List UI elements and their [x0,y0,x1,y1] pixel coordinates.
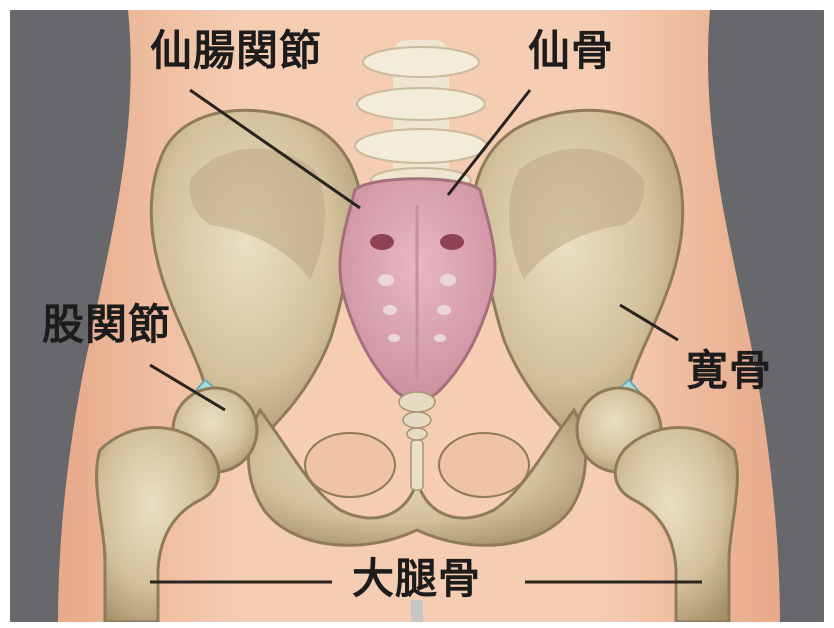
label-sacroiliac-joint: 仙腸関節 [150,30,322,72]
right-obturator-foramen [439,433,529,497]
label-femur: 大腿骨 [352,558,481,600]
label-ilium: 寛骨 [686,350,772,392]
pubic-symphysis [411,440,423,490]
midline-strip [411,600,423,622]
left-obturator-foramen [305,433,395,497]
anatomy-illustration-frame: 仙腸関節 仙骨 股関節 寛骨 大腿骨 [10,10,824,622]
label-hip-joint: 股関節 [42,304,171,346]
label-sacrum: 仙骨 [528,30,614,72]
